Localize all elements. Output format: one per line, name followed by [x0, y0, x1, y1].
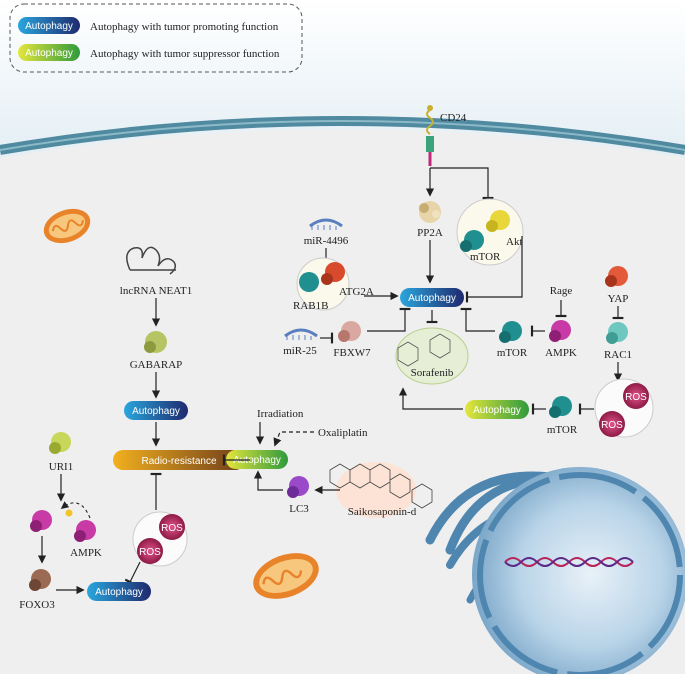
mir25-label: miR-25 — [283, 345, 317, 357]
pp2a-protein: PP2A — [417, 201, 443, 239]
autophagy-foxo3-text: Autophagy — [95, 587, 143, 598]
gabarap-protein: GABARAP — [130, 331, 183, 371]
lncrna-label: lncRNA NEAT1 — [120, 285, 192, 297]
mtor-mid: mTOR — [497, 321, 528, 359]
ampk-left-phospho — [30, 510, 52, 532]
autophagy-neat1: Autophagy — [124, 401, 188, 420]
rage-label: Rage — [550, 285, 573, 297]
mir25: miR-25 — [283, 328, 318, 357]
uri1-label: URI1 — [49, 461, 73, 473]
cd24-receptor: CD24 — [426, 105, 467, 166]
ros-left-label-2: ROS — [139, 547, 161, 558]
foxo3-label: FOXO3 — [19, 599, 55, 611]
rac1-label: RAC1 — [604, 349, 632, 361]
ampk-left-label: AMPK — [70, 547, 102, 559]
irradiation-label: Irradiation — [257, 408, 304, 420]
mir4496-label: miR-4496 — [304, 235, 349, 247]
legend-suppressor-pill: Autophagy — [25, 48, 73, 59]
legend-suppressor: Autophagy Autophagy with tumor suppresso… — [18, 44, 280, 61]
rac1-protein: RAC1 — [604, 322, 632, 361]
mtor-right-label: mTOR — [547, 424, 578, 436]
fbxw7-protein: FBXW7 — [333, 321, 371, 359]
cd24-label: CD24 — [440, 112, 467, 124]
lc3-label: LC3 — [289, 503, 309, 515]
sorafenib-label: Sorafenib — [411, 367, 454, 379]
legend-suppressor-text: Autophagy with tumor suppressor function — [90, 48, 280, 60]
mtor-mid-label: mTOR — [497, 347, 528, 359]
mitochondrion-top — [43, 208, 91, 244]
autophagy-central-text: Autophagy — [408, 293, 456, 304]
pp2a-label: PP2A — [417, 227, 443, 239]
ros-right-label-2: ROS — [601, 420, 623, 431]
mir4496: miR-4496 — [304, 218, 349, 247]
ros-right: ROS ROS — [594, 378, 654, 438]
legend: Autophagy Autophagy with tumor promoting… — [9, 3, 303, 73]
gabarap-label: GABARAP — [130, 359, 183, 371]
radio-resistance: Radio-resistance — [113, 450, 245, 470]
lc3-protein: LC3 — [287, 476, 309, 515]
yap-protein: YAP — [605, 266, 628, 305]
legend-promoting-pill: Autophagy — [25, 21, 73, 32]
legend-promoting-text: Autophagy with tumor promoting function — [90, 21, 279, 33]
nucleus — [472, 467, 685, 674]
atg2a-label: ATG2A — [339, 286, 374, 298]
ros-left-label-1: ROS — [161, 523, 183, 534]
mitochondrion-bottom — [253, 553, 319, 599]
autophagy-neat1-text: Autophagy — [132, 406, 180, 417]
ampk-mid: AMPK — [545, 320, 577, 359]
oxaliplatin-label: Oxaliplatin — [318, 427, 368, 439]
akt-label: Akt — [506, 236, 523, 248]
ampk-mid-label: AMPK — [545, 347, 577, 359]
lncrna-neat1: lncRNA NEAT1 — [120, 246, 192, 297]
autophagy-suppressor-center: Autophagy — [226, 450, 288, 469]
ros-left: ROS ROS — [132, 511, 188, 567]
ampk-left: AMPK — [70, 520, 102, 559]
akt-mtor-complex: Akt mTOR — [456, 198, 524, 266]
radio-resistance-text: Radio-resistance — [141, 456, 216, 467]
sorafenib-drug: Sorafenib — [395, 327, 469, 385]
atg2a-rab1b: ATG2A RAB1B — [293, 257, 374, 312]
fbxw7-label: FBXW7 — [333, 347, 371, 359]
foxo3-protein: FOXO3 — [19, 569, 55, 611]
yap-label: YAP — [608, 293, 629, 305]
rab1b-label: RAB1B — [293, 300, 328, 312]
mtor-top-label: mTOR — [470, 251, 501, 263]
uri1-protein: URI1 — [49, 432, 73, 473]
saikosaponin-d-drug: Saikosaponin-d — [329, 462, 433, 518]
autophagy-foxo3: Autophagy — [87, 582, 151, 601]
autophagy-central: Autophagy — [400, 288, 464, 307]
saikosaponin-label: Saikosaponin-d — [348, 506, 417, 518]
ros-right-label-1: ROS — [625, 392, 647, 403]
autophagy-suppressor-right-text: Autophagy — [473, 405, 521, 416]
autophagy-suppressor-right: Autophagy — [465, 400, 529, 419]
legend-promoting: Autophagy Autophagy with tumor promoting… — [18, 17, 279, 34]
autophagy-suppressor-center-text: Autophagy — [233, 455, 281, 466]
mtor-right: mTOR — [547, 396, 578, 436]
